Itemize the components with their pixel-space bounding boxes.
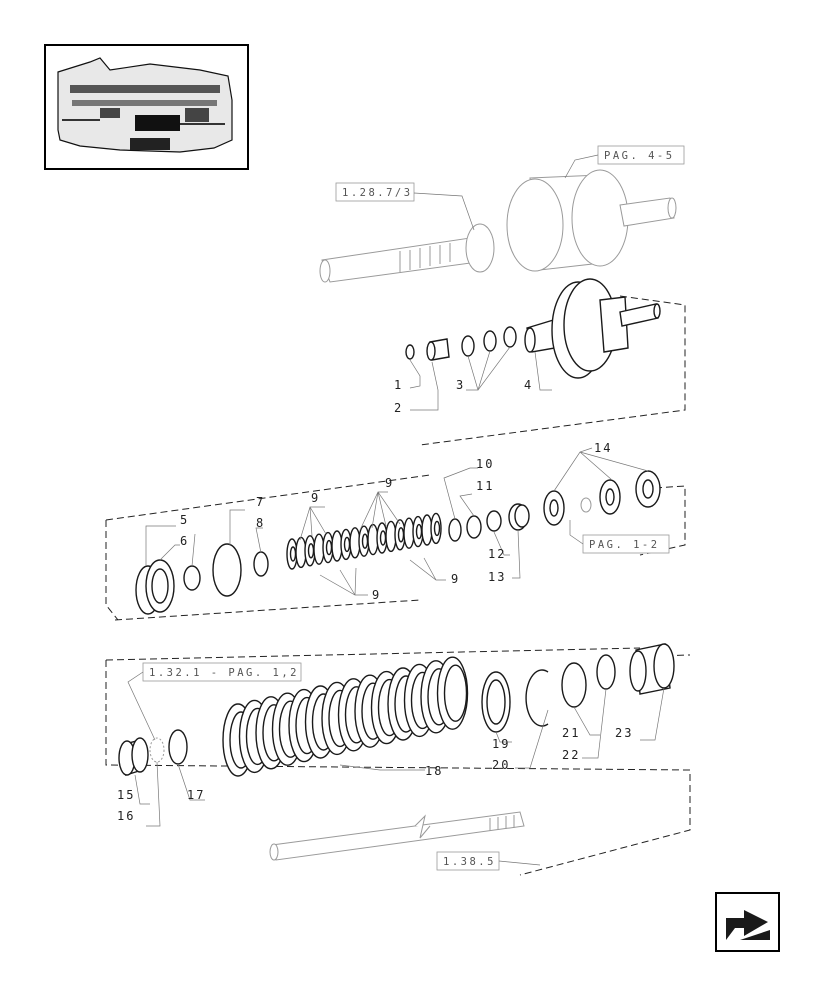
svg-text:9: 9: [385, 476, 394, 490]
part-12-ring[interactable]: [486, 510, 502, 532]
part-15-bushing[interactable]: [118, 737, 149, 776]
svg-text:21: 21: [562, 726, 580, 740]
part-20-snap-ring[interactable]: [525, 669, 549, 727]
svg-text:9: 9: [451, 572, 460, 586]
part-14-bearings[interactable]: [543, 470, 661, 526]
svg-text:18: 18: [425, 764, 443, 778]
svg-text:1.28.7/3: 1.28.7/3: [342, 187, 413, 199]
svg-text:13: 13: [488, 570, 506, 584]
reference-shaft-assembly: [319, 169, 677, 283]
part-19-steel-plate[interactable]: [481, 671, 511, 733]
svg-text:12: 12: [488, 547, 506, 561]
part-6-o-ring[interactable]: [183, 565, 201, 591]
transmission-silhouette: [57, 57, 233, 153]
svg-text:14: 14: [594, 441, 612, 455]
svg-text:9: 9: [311, 491, 320, 505]
svg-text:10: 10: [476, 457, 494, 471]
svg-text:11: 11: [476, 479, 494, 493]
svg-text:1.32.1 - PAG. 1,2: 1.32.1 - PAG. 1,2: [149, 667, 299, 679]
ref-box-pag-4-5[interactable]: PAG. 4-5: [597, 145, 685, 165]
svg-text:6: 6: [180, 534, 189, 548]
ref-box-1-38-5[interactable]: 1.38.5: [436, 851, 500, 871]
part-21-ring[interactable]: [561, 662, 587, 708]
part-13-piston[interactable]: [508, 503, 530, 531]
transmission-overview-thumbnail[interactable]: [44, 44, 249, 170]
svg-text:9: 9: [372, 588, 381, 602]
part-4-gear-shaft[interactable]: [524, 278, 661, 379]
svg-text:1: 1: [394, 378, 403, 392]
svg-text:7: 7: [256, 495, 265, 509]
svg-text:8: 8: [256, 516, 265, 530]
part-1-circlip[interactable]: [405, 344, 415, 360]
svg-text:3: 3: [456, 378, 465, 392]
part-18-friction-discs[interactable]: [222, 656, 469, 777]
svg-text:2: 2: [394, 401, 403, 415]
svg-text:23: 23: [615, 726, 633, 740]
part-23-hub[interactable]: [629, 643, 675, 695]
svg-text:16: 16: [117, 809, 135, 823]
svg-text:1.38.5: 1.38.5: [443, 856, 496, 868]
part-5-bearing-cup[interactable]: [135, 559, 175, 615]
ref-box-1-32-1[interactable]: 1.32.1 - PAG. 1,2: [142, 662, 302, 682]
part-8-seal-ring[interactable]: [253, 551, 269, 577]
svg-text:PAG. 4-5: PAG. 4-5: [604, 150, 675, 162]
part-11-washer[interactable]: [466, 515, 482, 539]
ref-box-pag-1-2[interactable]: PAG. 1-2: [582, 534, 670, 554]
svg-text:17: 17: [187, 788, 205, 802]
part-10-circlip[interactable]: [448, 518, 462, 542]
part-17-snap-ring[interactable]: [168, 729, 188, 765]
part-7-snap-ring[interactable]: [212, 543, 242, 597]
svg-text:15: 15: [117, 788, 135, 802]
part-2-bushing[interactable]: [426, 338, 450, 361]
ref-box-1-28-7-3[interactable]: 1.28.7/3: [335, 182, 415, 202]
part-16-spacer[interactable]: [149, 737, 165, 763]
svg-text:PAG. 1-2: PAG. 1-2: [589, 539, 660, 551]
svg-text:20: 20: [492, 758, 510, 772]
svg-text:22: 22: [562, 748, 580, 762]
return-arrow-icon[interactable]: [715, 892, 780, 952]
part-9-clutch-discs[interactable]: [286, 512, 442, 570]
svg-text:4: 4: [524, 378, 533, 392]
gear-shaft-group: [405, 278, 686, 446]
hub-disc-group: [105, 643, 691, 876]
svg-text:19: 19: [492, 737, 510, 751]
reference-output-shaft: [269, 811, 525, 861]
part-22-washer[interactable]: [596, 654, 616, 690]
part-3-thrust-washers[interactable]: [461, 326, 517, 357]
svg-text:5: 5: [180, 513, 189, 527]
